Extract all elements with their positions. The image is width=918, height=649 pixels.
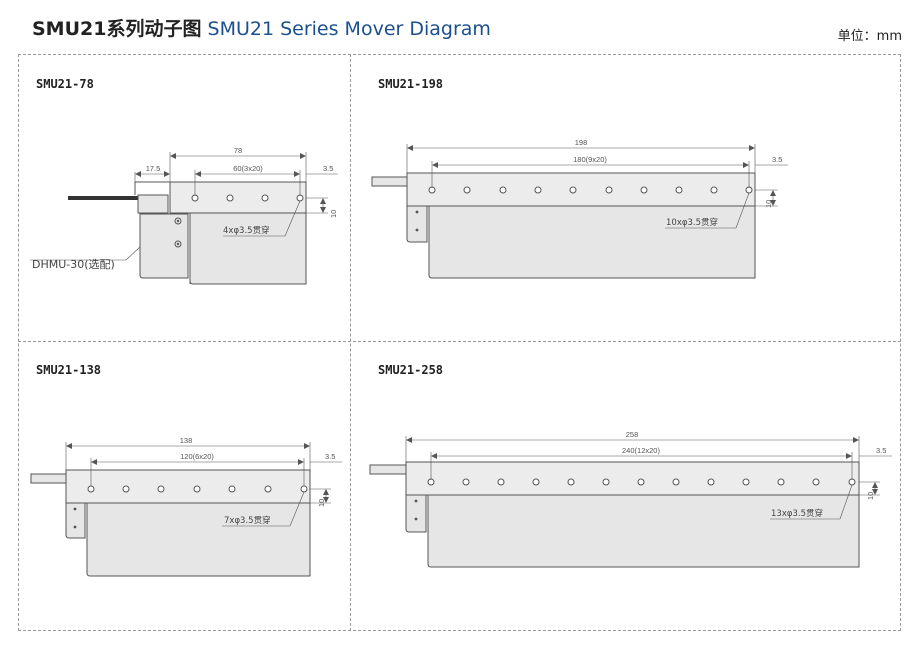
dim-pitch-138: 120(6x20) — [180, 452, 214, 461]
mover-body-258 — [427, 494, 860, 568]
mover-body-78 — [189, 212, 307, 285]
mover-138 — [30, 442, 342, 577]
mover-bar-258 — [405, 461, 860, 496]
diagram-frame — [18, 54, 901, 631]
mover-bar-198 — [406, 172, 756, 207]
holes-note-78: 4xφ3.5贯穿 — [223, 225, 270, 236]
mover-198 — [371, 144, 788, 279]
dim-offset-198: 3.5 — [772, 155, 782, 164]
dim-pitch-198: 180(9x20) — [573, 155, 607, 164]
mover-78 — [30, 152, 338, 285]
mover-258 — [369, 436, 892, 568]
panel-label-78: SMU21-78 — [36, 77, 94, 91]
dhmu-screw-2 — [174, 240, 182, 248]
dim-pitch-78: 60(3x20) — [233, 164, 263, 173]
dim-total-258: 258 — [626, 430, 639, 439]
dim-offset-138: 3.5 — [325, 452, 335, 461]
title-cn: SMU21系列动子图 — [32, 18, 202, 40]
dim-total-138: 138 — [180, 436, 193, 445]
panel-label-198: SMU21-198 — [378, 77, 444, 91]
title-en: SMU21 Series Mover Diagram — [207, 18, 491, 40]
page-title: SMU21系列动子图 SMU21 Series Mover Diagram — [32, 14, 491, 41]
dim-height-258: 10 — [866, 492, 875, 500]
cable-78 — [68, 196, 138, 200]
dhmu-screw-1 — [174, 217, 182, 225]
holes-note-258: 13xφ3.5贯穿 — [771, 508, 823, 519]
dim-total-198: 198 — [575, 138, 588, 147]
dim-step-78: 17.5 — [146, 164, 161, 173]
dim-offset-258: 3.5 — [876, 446, 886, 455]
dim-height-198: 10 — [764, 200, 773, 208]
mover-bar-138 — [65, 469, 311, 504]
mover-bar-78 — [169, 181, 307, 214]
option-note-78: DHMU-30(选配) — [32, 258, 115, 271]
vertical-divider — [350, 54, 351, 631]
dim-offset-78: 3.5 — [323, 164, 333, 173]
panel-label-258: SMU21-258 — [378, 363, 444, 377]
dim-total-78: 78 — [234, 146, 242, 155]
dhmu-body — [139, 213, 189, 279]
horizontal-divider — [18, 341, 901, 342]
dim-height-138: 10 — [317, 499, 326, 507]
dim-height-78: 10 — [329, 210, 338, 218]
unit-label: 单位：mm — [837, 29, 902, 44]
mover-body-138 — [86, 502, 311, 577]
holes-note-138: 7xφ3.5贯穿 — [224, 515, 271, 526]
holes-note-198: 10xφ3.5贯穿 — [666, 217, 718, 228]
dim-pitch-258: 240(12x20) — [622, 446, 660, 455]
panel-label-138: SMU21-138 — [36, 363, 102, 377]
dhmu-head — [137, 194, 169, 214]
mover-body-198 — [428, 205, 756, 279]
